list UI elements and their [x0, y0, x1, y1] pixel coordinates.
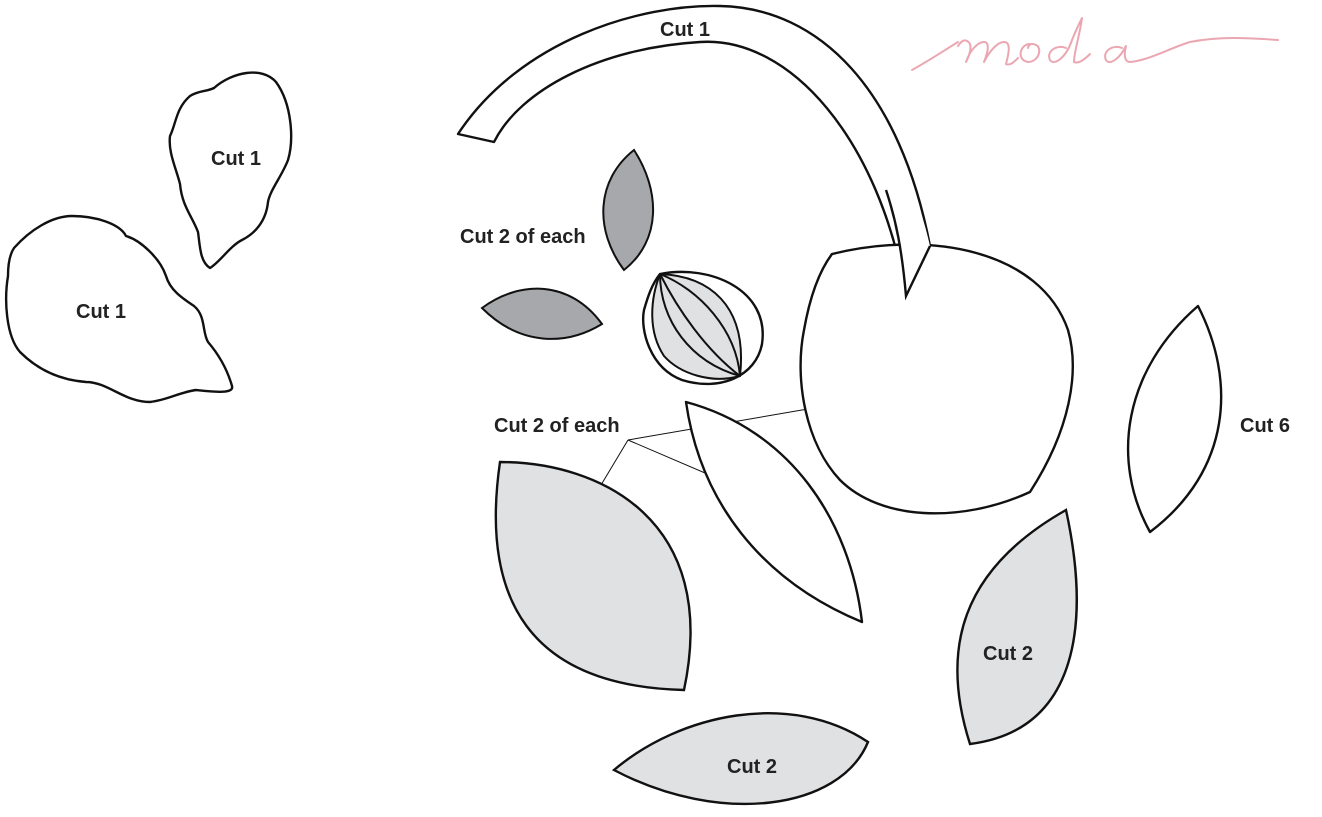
- arc-stem-tail: [884, 176, 932, 301]
- small-blob-piece: Cut 1: [168, 71, 293, 270]
- nested-bud-piece: [642, 270, 764, 386]
- large-blob-label: Cut 1: [76, 301, 126, 323]
- right-leaf-label: Cut 2: [983, 643, 1033, 665]
- arc-stem-label: Cut 1: [660, 19, 710, 41]
- dark-petal-vertical: [602, 148, 655, 272]
- long-leaf-piece: [684, 400, 864, 624]
- narrow-leaf-piece: Cut 6: [1126, 304, 1290, 534]
- big-gray-leaf-piece: [494, 460, 692, 692]
- moda-logo: [911, 17, 1279, 71]
- narrow-leaf-label: Cut 6: [1240, 415, 1290, 437]
- right-gray-leaf-piece: Cut 2: [956, 508, 1078, 746]
- round-flower-piece: [799, 243, 1074, 515]
- petals-middle-label: Cut 2 of each: [494, 415, 620, 437]
- small-blob-label: Cut 1: [211, 148, 261, 170]
- dark-petal-horizontal: [480, 287, 604, 340]
- large-blob-piece: Cut 1: [4, 214, 234, 404]
- bottom-leaf-label: Cut 2: [727, 756, 777, 778]
- petals-top-label: Cut 2 of each: [460, 226, 586, 248]
- bottom-gray-leaf-piece: Cut 2: [611, 712, 870, 806]
